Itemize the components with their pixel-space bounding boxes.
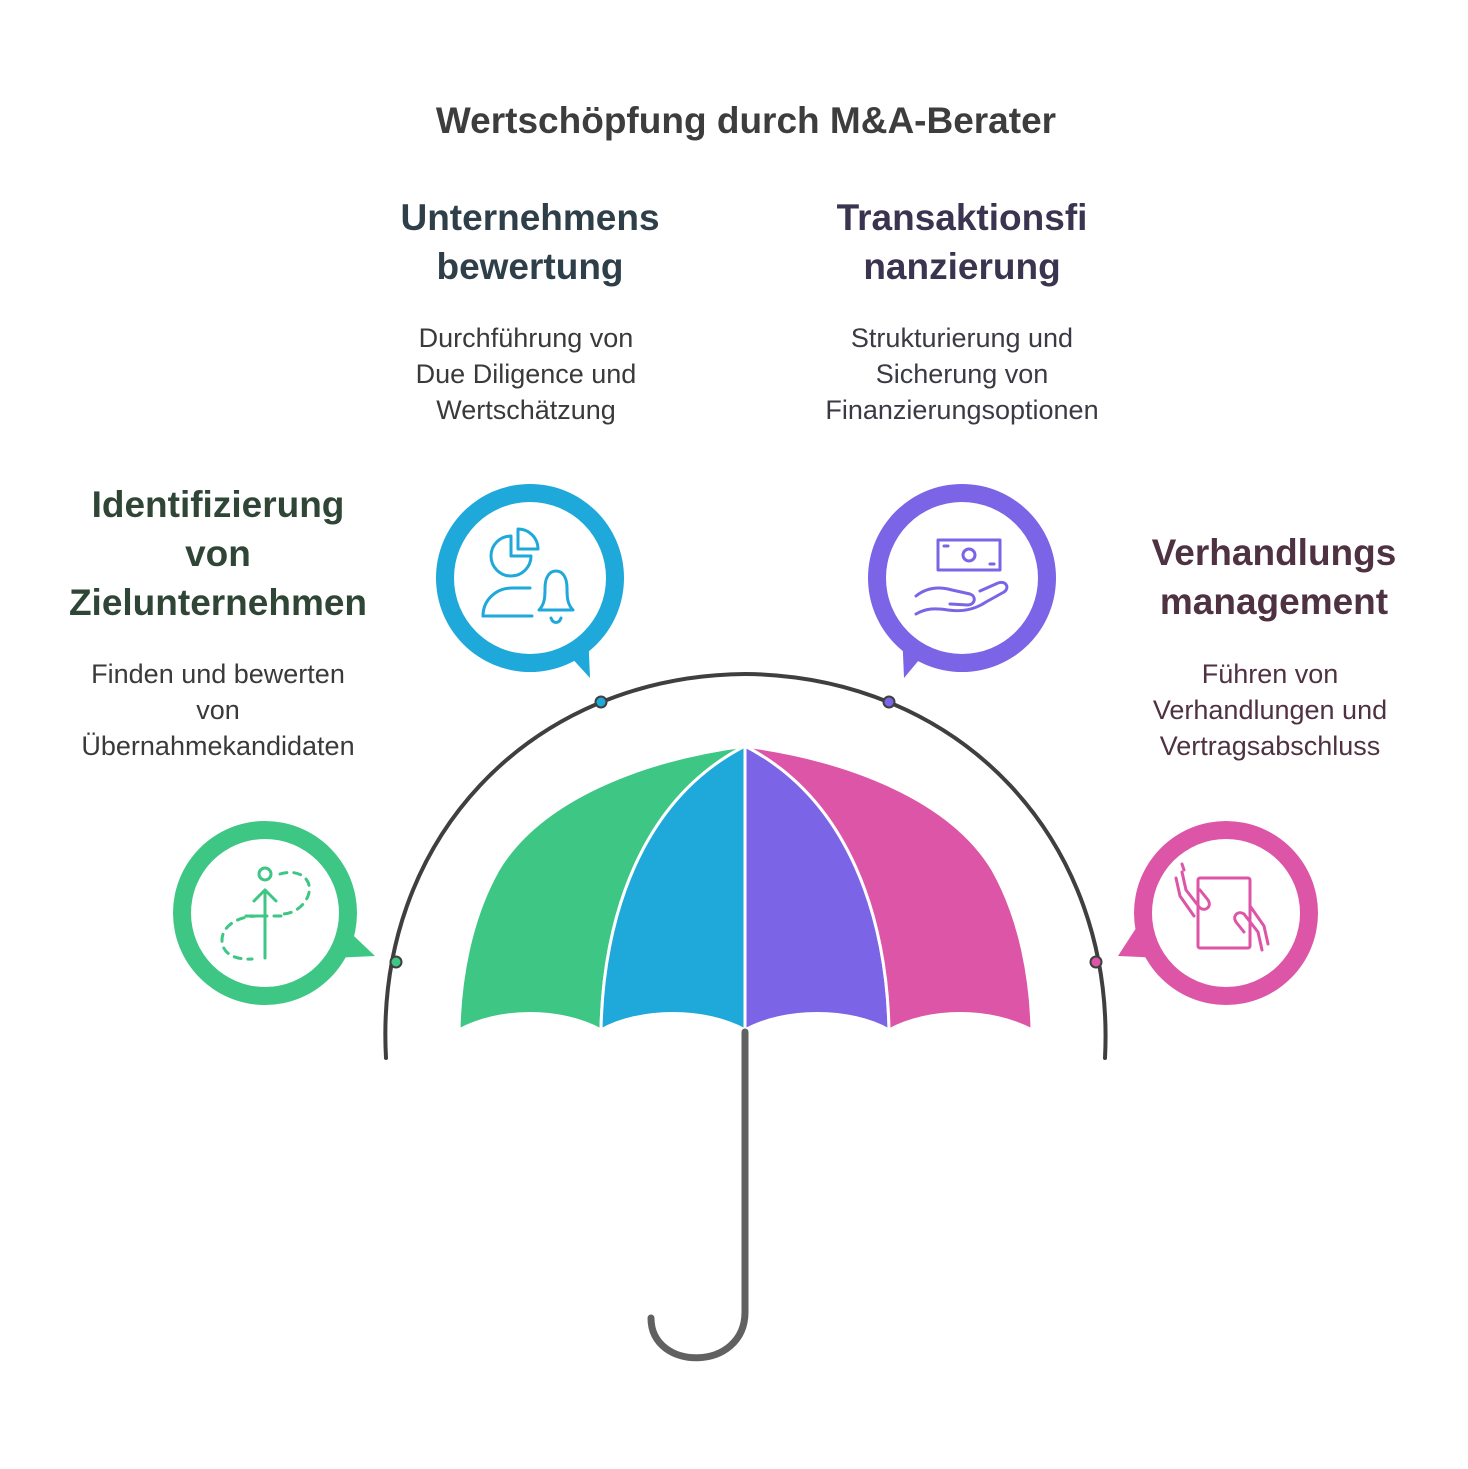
connector-dot-green (389, 955, 403, 969)
pie-chart-person-bell-icon (481, 527, 575, 624)
description-line: Wertschätzung (436, 395, 616, 425)
description-line: Übernahmekandidaten (81, 731, 355, 761)
description-line: Finanzierungsoptionen (825, 395, 1099, 425)
diagram-title: Wertschöpfung durch M&A-Berater (435, 100, 1057, 141)
heading-transaktionsfinanzierung: Transaktionsfi nanzierung (792, 193, 1132, 291)
connector-dot-blue (594, 695, 608, 709)
heading-line: Identifizierung (91, 484, 345, 525)
description-line: Vertragsabschluss (1159, 731, 1381, 761)
connector-dot-purple (882, 695, 896, 709)
description-identifizierung: Finden und bewerten von Übernahmekandida… (40, 656, 396, 764)
connector-dot-pink (1089, 955, 1103, 969)
heading-line: Verhandlungs (1151, 532, 1397, 573)
description-line: Due Diligence und (415, 359, 637, 389)
bubble-green (173, 821, 375, 1005)
description-unternehmensbewertung: Durchführung von Due Diligence und Werts… (356, 320, 696, 428)
canopy-panel-blue (599, 743, 747, 1033)
heading-unternehmensbewertung: Unternehmens bewertung (360, 193, 700, 291)
description-line: Führen von (1201, 659, 1339, 689)
bubble-blue (436, 484, 624, 678)
description-line: Sicherung von (875, 359, 1049, 389)
heading-line: nanzierung (863, 246, 1061, 287)
description-transaktionsfinanzierung: Strukturierung und Sicherung von Finanzi… (772, 320, 1152, 428)
description-line: von (196, 695, 240, 725)
bubble-pink (1118, 821, 1318, 1005)
hands-document-icon (1174, 862, 1270, 952)
money-hand-icon (914, 538, 1009, 616)
canopy-panel-pink (744, 744, 1034, 1033)
umbrella-outer-arc (383, 671, 1108, 1060)
description-line: Finden und bewerten (91, 659, 345, 689)
bubble-purple (868, 484, 1056, 678)
heading-line: Transaktionsfi (836, 197, 1088, 238)
heading-identifizierung: Identifizierung von Zielunternehmen (40, 480, 396, 627)
heading-line: bewertung (436, 246, 624, 287)
target-search-path-icon (220, 866, 311, 961)
description-line: Strukturierung und (850, 323, 1074, 353)
heading-line: management (1159, 581, 1389, 622)
description-line: Durchführung von (418, 323, 634, 353)
heading-line: Zielunternehmen (68, 582, 368, 623)
heading-line: von (185, 533, 251, 574)
description-line: Verhandlungen und (1152, 695, 1388, 725)
heading-verhandlungsmanagement: Verhandlungs management (1100, 528, 1448, 626)
heading-line: Unternehmens (400, 197, 660, 238)
umbrella-handle (647, 1028, 749, 1362)
description-verhandlungsmanagement: Führen von Verhandlungen und Vertragsabs… (1100, 656, 1440, 764)
